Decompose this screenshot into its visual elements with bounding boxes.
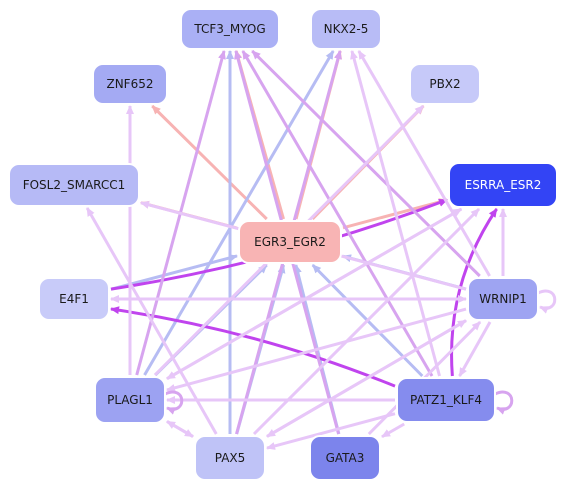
edge-arrow xyxy=(252,207,481,436)
node-box xyxy=(8,163,140,207)
node-box xyxy=(94,376,166,424)
node-box xyxy=(309,435,381,481)
node-label: TCF3_MYOG xyxy=(193,22,265,36)
node-box xyxy=(92,63,168,105)
node-box xyxy=(194,435,266,481)
edge-arrow xyxy=(143,50,335,376)
edge-arrow xyxy=(357,50,491,277)
node-box xyxy=(38,277,110,321)
self-loop-edge xyxy=(494,390,514,415)
node-label: E4F1 xyxy=(59,292,89,306)
edge-arrow xyxy=(266,412,396,450)
node-esrra-esr2[interactable]: ESRRA_ESR2 xyxy=(448,162,558,208)
node-label: WRNIP1 xyxy=(479,292,527,306)
node-egr3-egr2[interactable]: EGR3_EGR2 xyxy=(238,220,342,264)
edge-arrow xyxy=(350,50,441,377)
edge-arrow xyxy=(241,50,434,377)
edge-arrow xyxy=(85,207,218,435)
node-patz1-klf4[interactable]: PATZ1_KLF4 xyxy=(396,377,496,423)
node-box xyxy=(310,8,382,50)
node-nkx2-5[interactable]: NKX2-5 xyxy=(310,8,382,50)
edge-arrow xyxy=(381,422,405,439)
edge-arrow xyxy=(166,307,467,392)
node-gata3[interactable]: GATA3 xyxy=(309,435,381,481)
node-label: GATA3 xyxy=(326,451,365,465)
node-label: ZNF652 xyxy=(106,77,153,91)
node-pbx2[interactable]: PBX2 xyxy=(409,63,481,105)
node-fosl2-smarcc1[interactable]: FOSL2_SMARCC1 xyxy=(8,163,140,207)
node-plagl1[interactable]: PLAGL1 xyxy=(94,376,166,424)
node-label: ESRRA_ESR2 xyxy=(465,178,542,192)
node-box xyxy=(180,8,280,50)
node-label: EGR3_EGR2 xyxy=(254,235,326,249)
edge-arrow xyxy=(266,319,467,438)
edge-arrow xyxy=(166,207,463,380)
node-box xyxy=(467,277,539,321)
edge-arrow xyxy=(458,321,492,377)
node-box xyxy=(409,63,481,105)
edge-arrow xyxy=(166,420,194,438)
node-label: NKX2-5 xyxy=(324,22,369,36)
node-label: PBX2 xyxy=(429,77,460,91)
self-loop-edge xyxy=(537,289,557,314)
node-label: PLAGL1 xyxy=(107,393,153,407)
node-label: PAX5 xyxy=(215,451,246,465)
node-wrnip1[interactable]: WRNIP1 xyxy=(467,277,539,321)
node-tcf3-myog[interactable]: TCF3_MYOG xyxy=(180,8,280,50)
node-znf652[interactable]: ZNF652 xyxy=(92,63,168,105)
node-box xyxy=(238,220,342,264)
self-loop-edge xyxy=(164,390,184,415)
node-e4f1[interactable]: E4F1 xyxy=(38,277,110,321)
edge-arrow xyxy=(151,104,268,221)
node-box xyxy=(396,377,496,423)
node-label: FOSL2_SMARCC1 xyxy=(23,178,126,192)
node-pax5[interactable]: PAX5 xyxy=(194,435,266,481)
node-label: PATZ1_KLF4 xyxy=(410,393,482,407)
node-box xyxy=(448,162,558,208)
